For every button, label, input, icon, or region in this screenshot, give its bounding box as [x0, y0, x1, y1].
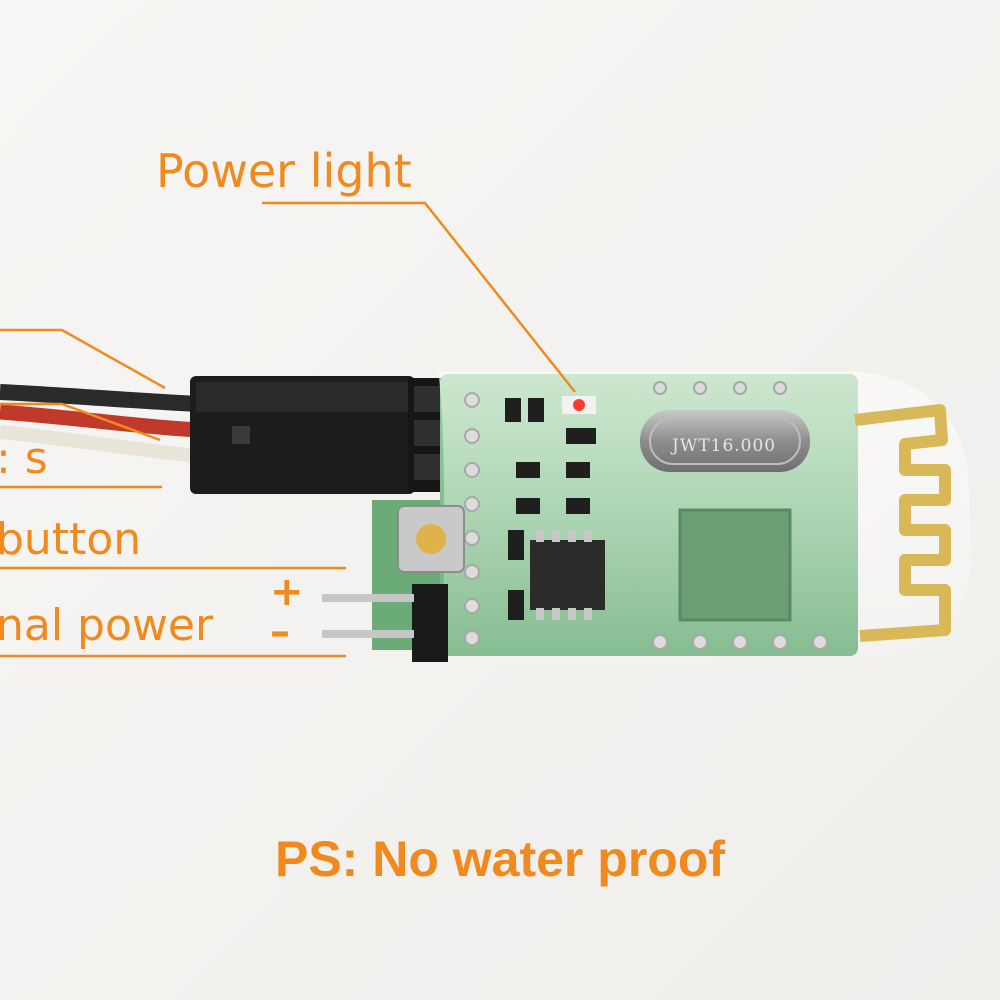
power-header: [322, 584, 448, 662]
receiver-board: [372, 372, 972, 662]
pairing-button: [397, 505, 465, 573]
plus-label: +: [270, 569, 304, 615]
no-waterproof-note: PS: No water proof: [274, 831, 726, 887]
signal-label: : s: [0, 433, 48, 484]
servo-connector: [190, 376, 448, 494]
external-power-label: nal power: [0, 600, 214, 651]
power-led: [573, 399, 585, 411]
crystal-marking: JWT16.000: [672, 436, 777, 456]
minus-label: –: [270, 609, 290, 655]
callout-lines: [0, 201, 576, 658]
button-label: button: [0, 514, 142, 565]
power-light-label: Power light: [156, 144, 412, 198]
